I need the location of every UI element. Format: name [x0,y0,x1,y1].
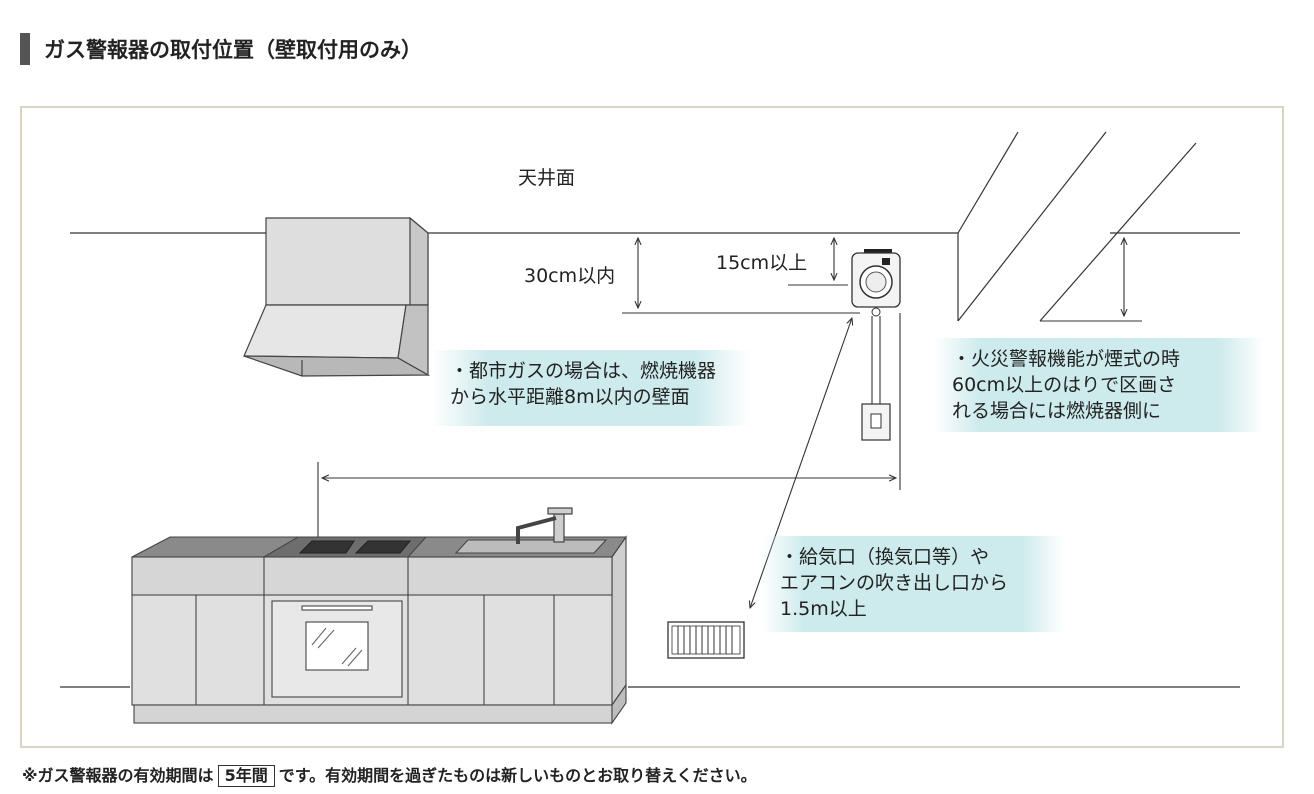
ceiling-beam [957,131,1197,322]
ceiling-label: 天井面 [518,167,576,189]
gas-alarm-icon [851,249,901,405]
air-vent-icon [667,621,745,659]
range-hood [243,216,431,377]
diagram-frame [20,106,1284,748]
fire-alarm-note-line: ・火災警報機能が煙式の時 [952,348,1181,370]
within-30cm-label: 30cm以内 [524,265,616,287]
city-gas-note: ・都市ガスの場合は、燃焼機器 から水平距離8m以内の壁面 [432,350,750,426]
air-supply-note-line: エアコンの吹き出し口から [780,572,1009,594]
wall-outlet-icon [861,403,891,441]
fire-alarm-note-line: れる場合には燃焼器側に [952,400,1162,422]
validity-period-badge: 5年間 [217,765,275,787]
footer-prefix: ※ガス警報器の有効期間は [22,766,214,785]
air-supply-note-line: ・給気口（換気口等）や [780,546,990,568]
title-accent-bar [20,33,30,65]
footer-suffix: です。有効期間を過ぎたものは新しいものとお取り替えください。 [278,766,757,785]
over-15cm-label: 15cm以上 [716,252,808,274]
faucet-icon [516,507,573,544]
page-title: ガス警報器の取付位置（壁取付用のみ） [44,38,422,62]
kitchen-counter [131,535,628,725]
air-supply-note-line: 1.5m以上 [780,598,867,620]
fire-alarm-note: ・火災警報機能が煙式の時 60cm以上のはりで区画さ れる場合には燃焼器側に [934,338,1264,432]
city-gas-note-line: ・都市ガスの場合は、燃焼機器 [450,360,717,382]
air-supply-note: ・給気口（換気口等）や エアコンの吹き出し口から 1.5m以上 [762,536,1064,632]
city-gas-note-line: から水平距離8m以内の壁面 [450,386,690,408]
fire-alarm-note-line: 60cm以上のはりで区画さ [952,374,1177,396]
